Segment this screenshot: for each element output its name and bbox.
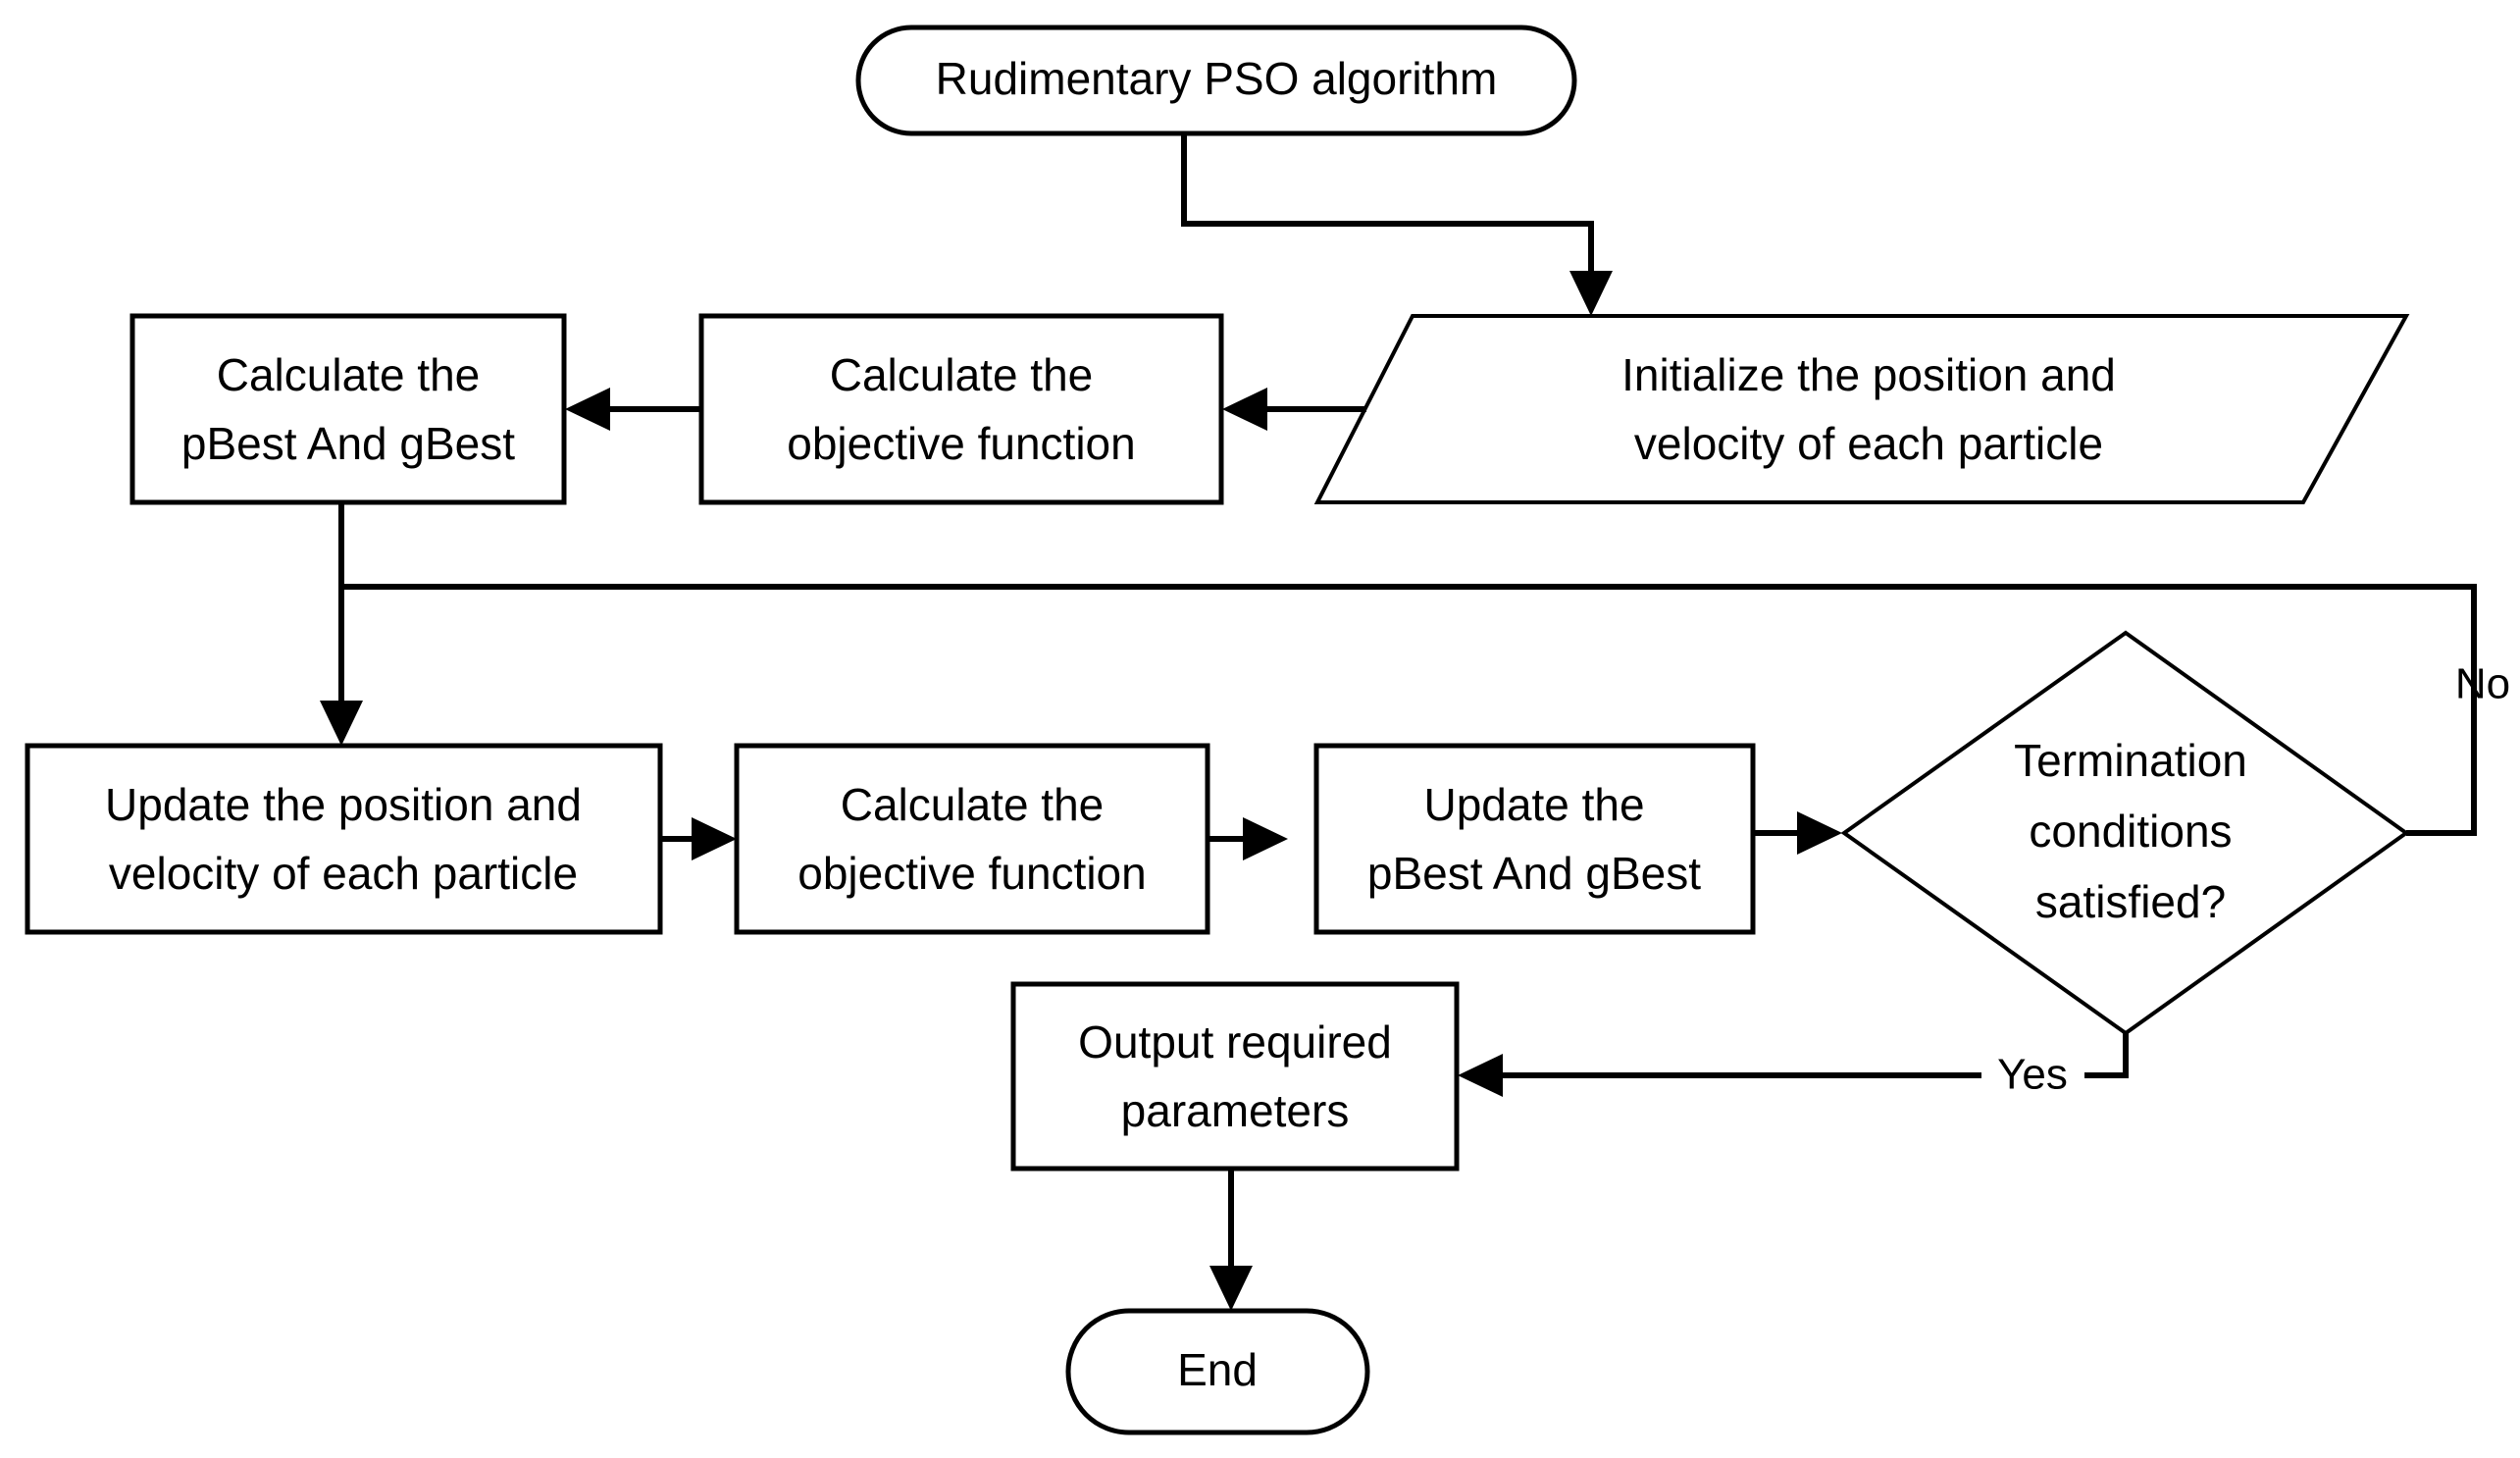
initialize-node-label-line1: Initialize the position and xyxy=(1621,349,2116,400)
connector-calcpbest-to-updatepos xyxy=(320,502,363,746)
termination-label-line2: conditions xyxy=(2029,806,2232,857)
connector-updatepos-to-calcobjective-bottom xyxy=(660,817,737,860)
calc-pbest-gbest-top-shape xyxy=(129,313,567,505)
calc-objective-bottom-label-line2: objective function xyxy=(797,848,1146,899)
connector-output-to-end xyxy=(1209,1169,1253,1311)
arrow-head-right-icon xyxy=(1797,811,1842,855)
calc-pbest-gbest-top-label-line2: pBest And gBest xyxy=(181,418,515,469)
calc-pbest-gbest-top-label-line1: Calculate the xyxy=(217,349,481,400)
node-update-pbest-gbest[interactable]: Update the pBest And gBest xyxy=(1313,743,1756,935)
connector-yes-to-output xyxy=(1458,1033,2129,1097)
connector-initialize-to-calcobjective-top xyxy=(1222,388,1366,431)
start-node-label: Rudimentary PSO algorithm xyxy=(936,53,1498,104)
arrow-head-left-icon xyxy=(1458,1054,1503,1097)
node-calc-pbest-gbest-top[interactable]: Calculate the pBest And gBest xyxy=(129,313,567,505)
edge-label-no: No xyxy=(2455,660,2510,708)
node-output[interactable]: Output required parameters xyxy=(1010,981,1460,1172)
node-calc-objective-bottom[interactable]: Calculate the objective function xyxy=(734,743,1210,935)
arrow-head-down-icon xyxy=(1209,1266,1253,1311)
connector-updatepbest-to-termination xyxy=(1753,811,1842,855)
connector-calcobjective-to-updatepbest xyxy=(1208,817,1288,860)
update-pos-vel-shape xyxy=(25,743,663,935)
node-calc-objective-top[interactable]: Calculate the objective function xyxy=(698,313,1224,505)
update-pbest-gbest-label-line2: pBest And gBest xyxy=(1367,848,1701,899)
calc-objective-bottom-label-line1: Calculate the xyxy=(841,779,1105,830)
termination-label-line3: satisfied? xyxy=(2035,876,2226,927)
output-node-shape xyxy=(1010,981,1460,1172)
initialize-node-shape xyxy=(1313,314,2410,504)
node-initialize[interactable]: Initialize the position and velocity of … xyxy=(1313,314,2410,504)
output-label-line2: parameters xyxy=(1121,1085,1350,1136)
end-node-shape xyxy=(1065,1308,1370,1435)
start-node-shape xyxy=(855,25,1577,136)
node-end[interactable]: End xyxy=(1065,1308,1370,1435)
node-update-pos-vel[interactable]: Update the position and velocity of each… xyxy=(25,743,663,935)
connector-start-to-initialize xyxy=(1181,133,1613,316)
calc-objective-top-label-line2: objective function xyxy=(787,418,1135,469)
connector-calcobjective-to-calcpbest-top xyxy=(565,388,701,431)
arrow-head-down-icon xyxy=(1569,271,1613,316)
arrow-head-down-icon xyxy=(320,701,363,746)
node-termination[interactable]: Termination conditions satisfied? xyxy=(1840,630,2410,1036)
update-pos-vel-label-line2: velocity of each particle xyxy=(109,848,578,899)
update-pbest-gbest-shape xyxy=(1313,743,1756,935)
node-start[interactable]: Rudimentary PSO algorithm xyxy=(855,25,1577,136)
output-label-line1: Output required xyxy=(1078,1016,1392,1067)
arrow-head-right-icon xyxy=(1243,817,1288,860)
arrow-head-left-icon xyxy=(565,388,610,431)
arrow-head-left-icon xyxy=(1222,388,1267,431)
connector-line xyxy=(1181,133,1594,294)
calc-objective-top-label-line1: Calculate the xyxy=(830,349,1094,400)
calc-objective-bottom-shape xyxy=(734,743,1210,935)
connector-no-loopback xyxy=(341,584,2477,836)
update-pbest-gbest-label-line1: Update the xyxy=(1423,779,1644,830)
connector-line-right-segment xyxy=(2084,1033,2129,1078)
calc-objective-top-shape xyxy=(698,313,1224,505)
termination-label-line1: Termination xyxy=(2014,735,2247,786)
update-pos-vel-label-line1: Update the position and xyxy=(105,779,582,830)
connector-line xyxy=(341,584,2477,836)
end-node-label: End xyxy=(1177,1344,1258,1395)
edge-label-yes: Yes xyxy=(1997,1051,2068,1099)
initialize-node-label-line2: velocity of each particle xyxy=(1634,418,2103,469)
arrow-head-right-icon xyxy=(692,817,737,860)
